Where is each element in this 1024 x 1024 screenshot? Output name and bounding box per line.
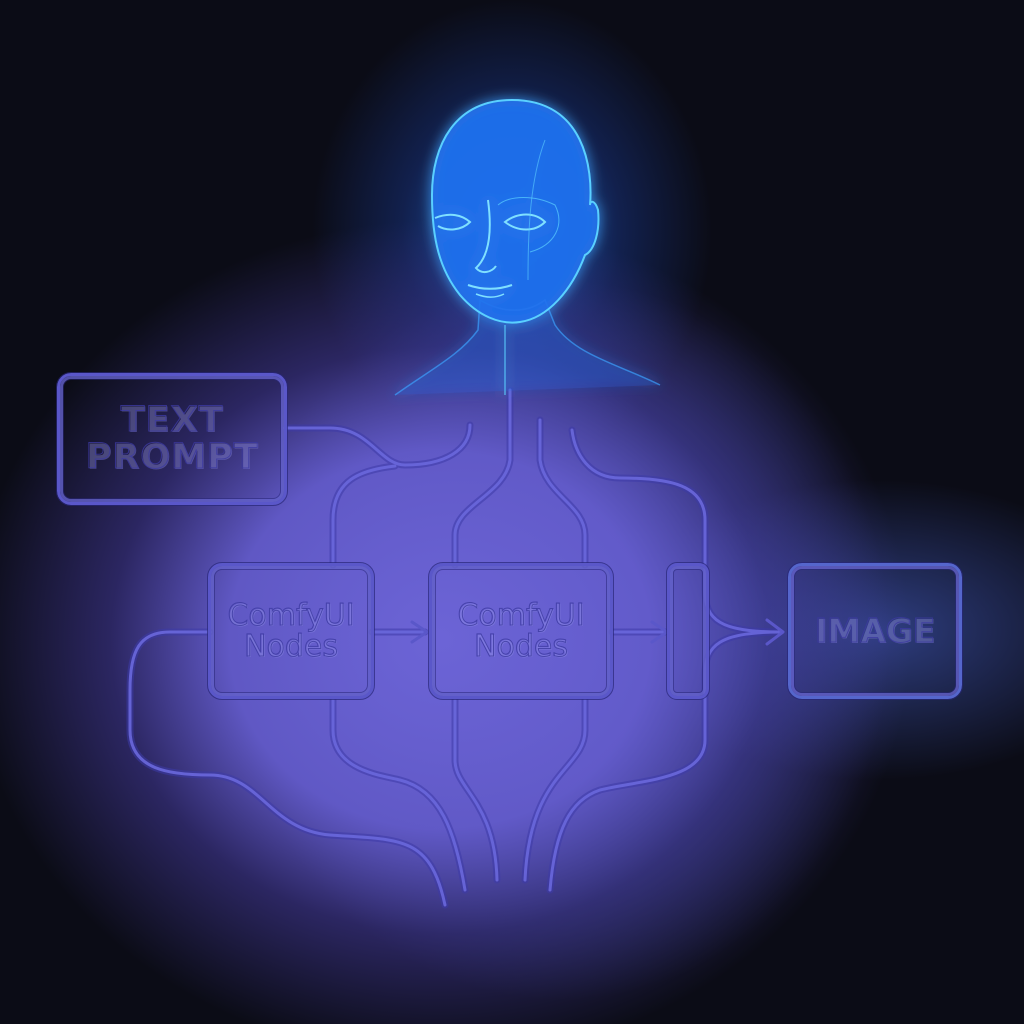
node-comfyui-nodes-1[interactable]: ComfyUI Nodes	[207, 562, 375, 700]
node-small[interactable]	[666, 562, 710, 700]
arrow-icon	[410, 620, 429, 644]
humanoid-figure-icon	[394, 98, 661, 396]
node-label: TEXT PROMPT	[85, 400, 259, 477]
node-text-prompt[interactable]: TEXT PROMPT	[56, 372, 288, 506]
node-label: ComfyUI Nodes	[227, 597, 355, 664]
node-comfyui-nodes-2[interactable]: ComfyUI Nodes	[428, 562, 614, 700]
node-label: ComfyUI Nodes	[457, 597, 585, 664]
arrow-icon	[765, 618, 785, 646]
node-image[interactable]: IMAGE	[787, 562, 963, 700]
node-label: IMAGE	[814, 610, 936, 650]
